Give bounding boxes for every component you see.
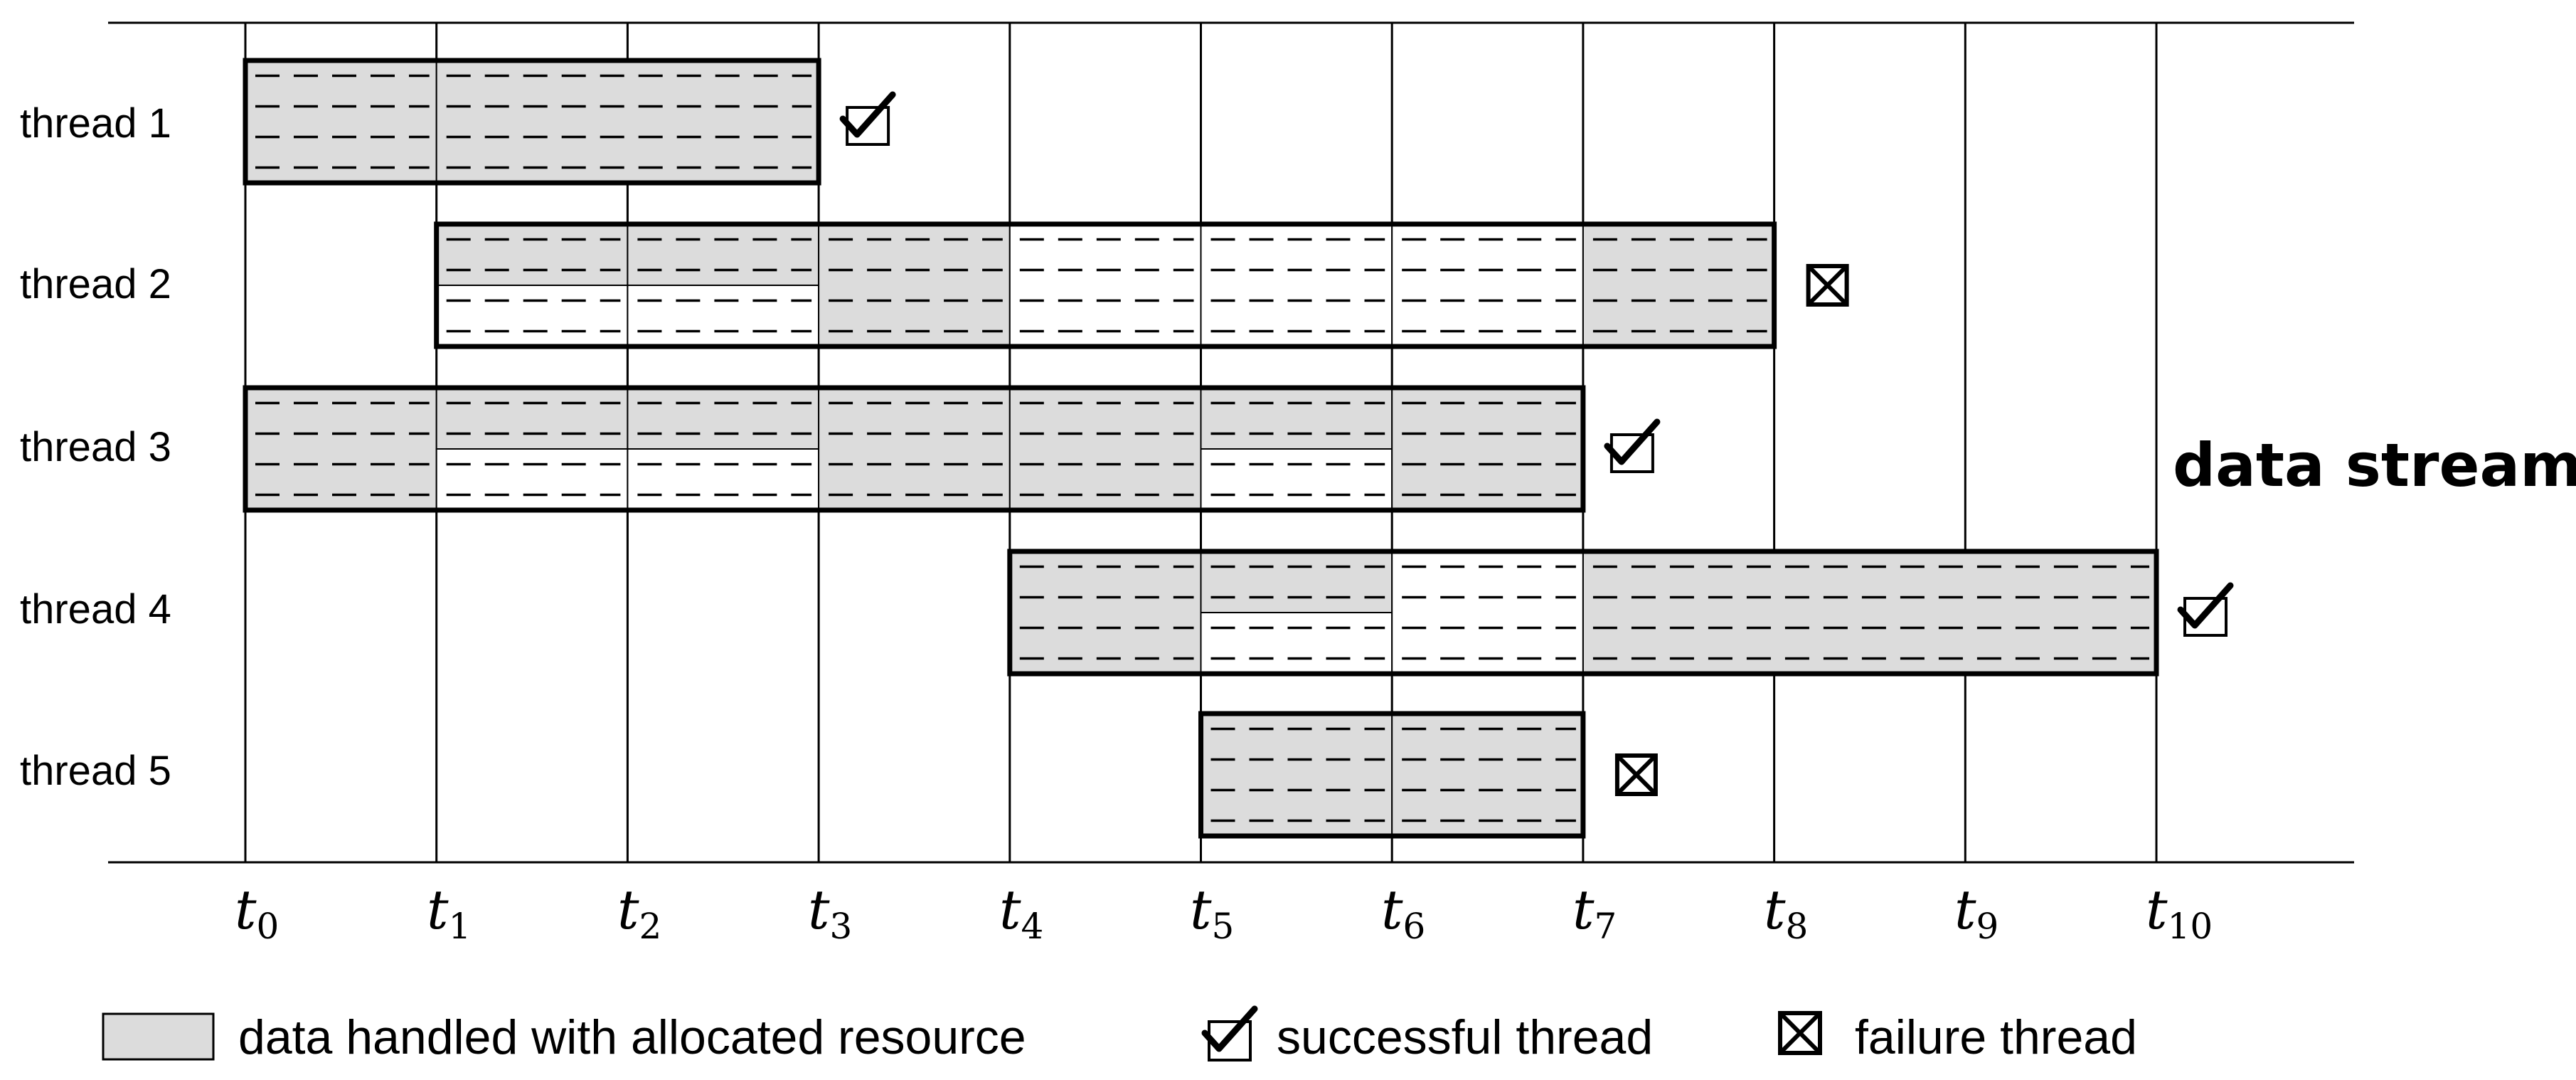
allocated-lane (818, 387, 1011, 511)
thread-cell (1391, 713, 1584, 837)
thread-cell (245, 387, 437, 511)
thread-label-3: thread 3 (20, 424, 171, 470)
time-tick-labels: t0 t1 t2 t3 t4 t5 t6 t7 t8 t9 t10 (235, 878, 2213, 947)
legend-allocated-swatch (102, 1012, 215, 1061)
tick-label-t10: t10 (2146, 878, 2213, 947)
allocated-lane (1200, 551, 1393, 613)
thread-cell (1391, 223, 1584, 347)
unallocated-lane (1391, 551, 1584, 674)
thread-bar-outline (1198, 711, 1586, 839)
thread-cell (435, 387, 629, 511)
success-check-icon (839, 91, 896, 146)
thread-bar-3 (243, 385, 1661, 513)
failure-cross-icon (1614, 753, 1658, 796)
allocated-lane (1391, 713, 1584, 837)
thread-cell (818, 387, 1011, 511)
thread-cell (1200, 713, 1393, 837)
allocated-lane (1008, 551, 1202, 674)
tick-label-t6: t6 (1381, 878, 1425, 947)
thread-label-1: thread 1 (20, 100, 171, 147)
allocated-lane (435, 223, 629, 286)
unallocated-lane (627, 448, 820, 511)
thread-bar-outline (1007, 549, 2159, 677)
thread-cell (627, 387, 820, 511)
legend-failure-cross-icon (1778, 1011, 1822, 1055)
legend: data handled with allocated resource suc… (102, 1005, 2137, 1064)
unallocated-lane (1008, 223, 1202, 347)
thread-cell (1008, 551, 1202, 674)
thread-cell (1008, 387, 1202, 511)
success-check-icon (2177, 582, 2234, 637)
thread-bar-5 (1198, 711, 1658, 839)
tick-label-t5: t5 (1190, 878, 1234, 947)
allocated-lane (245, 60, 437, 184)
allocated-lane (818, 223, 1011, 347)
thread-cell (1391, 387, 1584, 511)
thread-bars (243, 58, 2234, 839)
unallocated-lane (1200, 612, 1393, 674)
data-stream-label: data stream (2173, 430, 2576, 500)
unallocated-lane (435, 448, 629, 511)
unallocated-lane (627, 285, 820, 347)
allocated-lane (1391, 387, 1584, 511)
tick-label-t2: t2 (617, 878, 661, 947)
thread-cell (1200, 551, 1393, 674)
allocated-lane (1008, 387, 1202, 511)
thread-bar-2 (434, 221, 1849, 349)
thread-cell (435, 60, 820, 184)
thread-cell (1200, 223, 1393, 347)
failure-cross-icon (1806, 264, 1849, 307)
unallocated-lane (435, 285, 629, 347)
tick-label-t3: t3 (808, 878, 852, 947)
legend-failure-label: failure thread (1855, 1010, 2137, 1064)
allocated-lane (627, 387, 820, 450)
tick-label-t8: t8 (1764, 878, 1808, 947)
unallocated-lane (1391, 223, 1584, 347)
thread-cell (818, 223, 1011, 347)
thread-label-2: thread 2 (20, 261, 171, 307)
thread-cell (1582, 551, 2157, 674)
thread-label-5: thread 5 (20, 748, 171, 794)
unallocated-lane (1200, 223, 1393, 347)
allocated-lane (1200, 713, 1393, 837)
legend-success-check-icon (1201, 1005, 1258, 1062)
allocated-lane (1200, 387, 1393, 450)
legend-allocated-label: data handled with allocated resource (238, 1010, 1026, 1064)
thread-cell (1582, 223, 1775, 347)
thread-bar-outline (434, 221, 1777, 349)
allocated-lane (627, 223, 820, 286)
thread-bar-4 (1007, 549, 2234, 677)
allocated-lane (435, 387, 629, 450)
thread-cell (1008, 223, 1202, 347)
allocated-lane (1582, 551, 2157, 674)
thread-cell (1391, 551, 1584, 674)
thread-cell (627, 223, 820, 347)
tick-label-t9: t9 (1954, 878, 1998, 947)
thread-labels: thread 1 thread 2 thread 3 thread 4 thre… (20, 100, 171, 794)
tick-label-t0: t0 (235, 878, 279, 947)
unallocated-lane (1200, 448, 1393, 511)
thread-cell (1200, 387, 1393, 511)
thread-label-4: thread 4 (20, 586, 171, 632)
allocated-lane (1582, 223, 1775, 347)
legend-success-label: successful thread (1277, 1010, 1653, 1064)
thread-bar-1 (243, 58, 896, 186)
thread-bar-outline (243, 58, 821, 186)
tick-label-t4: t4 (999, 878, 1043, 947)
tick-label-t1: t1 (427, 878, 471, 947)
allocated-lane (435, 60, 820, 184)
thread-cell (435, 223, 629, 347)
allocated-lane (245, 387, 437, 511)
success-check-icon (1604, 418, 1661, 473)
thread-cell (245, 60, 437, 184)
tick-label-t7: t7 (1572, 878, 1617, 947)
thread-bar-outline (243, 385, 1586, 513)
